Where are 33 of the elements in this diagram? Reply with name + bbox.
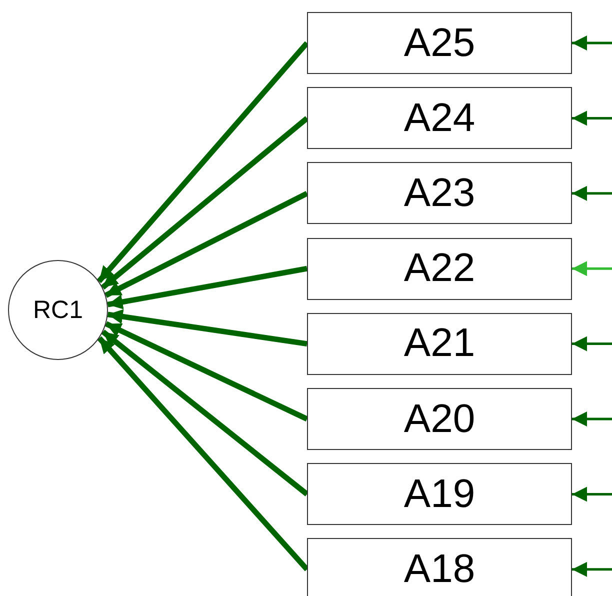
observed-variable-box — [307, 312, 572, 375]
arrow — [572, 261, 612, 276]
variable-label: A20 — [404, 396, 476, 442]
observed-variable-box — [307, 87, 572, 150]
observed-variable-box — [307, 162, 572, 224]
arrow — [572, 486, 612, 502]
observed-variable-box — [307, 388, 572, 450]
variable-label: A24 — [404, 96, 476, 141]
observed-variable-box — [307, 238, 572, 300]
arrow — [572, 186, 612, 201]
arrow — [104, 321, 308, 422]
variable-label: A25 — [404, 20, 476, 66]
arrow — [107, 309, 308, 347]
observed-variable-box — [307, 538, 572, 596]
arrow — [100, 116, 309, 290]
variable-label: RC1 — [32, 296, 83, 324]
observed-variable-box — [307, 12, 572, 74]
variable-label: A21 — [404, 321, 476, 366]
arrow — [572, 110, 612, 126]
observed-variable-box — [307, 463, 572, 526]
variable-label: A22 — [404, 246, 476, 292]
variable-label: A19 — [404, 472, 476, 517]
arrow — [104, 190, 308, 298]
arrow — [572, 412, 612, 426]
variable-label: A23 — [404, 170, 476, 216]
arrow — [572, 336, 612, 352]
arrow — [572, 36, 612, 50]
arrow — [97, 336, 310, 572]
arrow — [107, 266, 308, 310]
arrow — [101, 330, 309, 496]
variable-label: A18 — [404, 546, 476, 592]
arrow — [572, 562, 612, 577]
arrow — [96, 41, 310, 284]
